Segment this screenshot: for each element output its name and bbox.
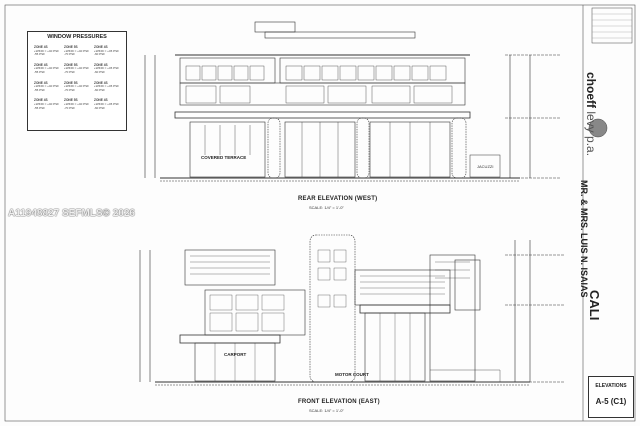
window-pressure-zone: ZONE 5S [64,98,78,103]
window-pressure-cell: ZONE 5S+WIND = +40 PSF-70 PSF [64,45,90,57]
window-pressure-value: +WIND = +45 PSF [94,66,119,71]
architect-name: choeff [584,72,598,108]
watermark-listing-id: A11948827 [8,208,60,219]
window-pressure-cell: ZONE 4S+WIND = +40 PSF-55 PSF [34,45,60,57]
window-pressure-cell: ZONE 4S+WIND = +45 PSF-60 PSF [94,99,120,110]
builder-logo: CALI [587,290,602,321]
window-pressure-value: -70 PSF [64,87,76,92]
window-pressure-value: +WIND = +45 PSF [94,101,119,106]
window-pressure-cell: ZONE 4S+WIND = +40 PSF-55 PSF [34,80,60,93]
window-pressure-zone: ZONE 4S [34,98,48,103]
watermark-mls: SEFMLS© 2026 [62,208,135,219]
window-pressure-value: -70 PSF [64,105,76,110]
rear-elevation-title: REAR ELEVATION (WEST) [298,196,378,202]
window-pressure-value: +WIND = +40 PSF [64,84,89,89]
front-elevation-scale: SCALE: 1/4" = 1'-0" [309,408,344,413]
window-pressure-value: -55 PSF [34,87,46,92]
front-elevation-title: FRONT ELEVATION (EAST) [298,399,380,405]
window-pressure-zone: ZONE 4S [34,45,48,49]
window-pressure-zone: ZONE 4S [34,80,48,85]
project-owner: MR. & MRS. LUIS N. ISAIAS [579,180,589,298]
architect-suffix: levy p.a. [584,111,598,157]
window-pressure-value: +WIND = +40 PSF [34,66,59,71]
window-pressure-cell: ZONE 4S+WIND = +40 PSF-55 PSF [34,99,60,110]
window-pressure-cell: ZONE 5S+WIND = +40 PSF-70 PSF [64,99,90,110]
window-pressure-zone: ZONE 4S [94,98,108,103]
rear-elevation [144,21,560,182]
window-pressure-value: -70 PSF [64,69,76,74]
front-elevation [139,234,565,386]
motor-court-label: MOTOR COURT [335,372,369,377]
window-pressure-cell: ZONE 4S+WIND = +45 PSF-60 PSF [94,62,120,75]
window-pressure-cell: ZONE 5S+WIND = +40 PSF-70 PSF [64,80,90,93]
window-pressure-value: -55 PSF [34,105,46,110]
window-pressure-zone: ZONE 5S [64,80,78,85]
window-pressure-value: -60 PSF [94,69,106,74]
window-pressure-zone: ZONE 4S [94,62,108,67]
sheet-info-box: ELEVATIONS A-5 (C1) [588,376,634,418]
carport-label: CARPORT [224,352,247,357]
rear-elevation-scale: SCALE: 1/4" = 1'-0" [309,205,344,210]
jacuzzi-label: JACUZZI [477,164,494,169]
window-pressure-zone: ZONE 5S [64,45,78,49]
window-pressure-value: -55 PSF [34,52,46,57]
window-pressures-table: WINDOW PRESSURES ZONE 4S+WIND = +40 PSF-… [27,31,127,131]
window-pressure-cell: ZONE 5S+WIND = +40 PSF-70 PSF [64,62,90,75]
window-pressure-value: -60 PSF [94,52,106,57]
window-pressure-cell: ZONE 4S+WIND = +45 PSF-60 PSF [94,80,120,93]
sheet-number: A-5 (C1) [595,397,627,406]
sheet-title: ELEVATIONS [595,383,627,389]
window-pressure-value: +WIND = +40 PSF [34,84,59,89]
covered-terrace-label: COVERED TERRACE [201,155,247,160]
window-pressure-cell: ZONE 4S+WIND = +45 PSF-60 PSF [94,45,120,57]
window-pressure-zone: ZONE 4S [34,62,48,67]
window-pressure-value: -55 PSF [34,69,46,74]
window-pressure-zone: ZONE 5S [64,62,78,67]
window-pressures-title: WINDOW PRESSURES [47,34,107,40]
window-pressure-zone: ZONE 4S [94,45,108,49]
window-pressure-value: +WIND = +40 PSF [64,48,89,53]
window-pressure-value: -60 PSF [94,105,106,110]
window-pressure-value: -60 PSF [94,87,106,92]
window-pressure-zone: ZONE 4S [94,80,108,85]
window-pressure-value: +WIND = +40 PSF [34,48,59,53]
window-pressure-value: +WIND = +40 PSF [64,101,89,106]
window-pressure-value: -70 PSF [64,52,76,57]
window-pressure-value: +WIND = +45 PSF [94,84,119,89]
window-pressure-value: +WIND = +40 PSF [34,101,59,106]
architect-logo: choeff levy p.a. [584,72,598,156]
window-pressure-cell: ZONE 4S+WIND = +40 PSF-55 PSF [34,62,60,75]
window-pressure-value: +WIND = +45 PSF [94,48,119,53]
window-pressure-value: +WIND = +40 PSF [64,66,89,71]
